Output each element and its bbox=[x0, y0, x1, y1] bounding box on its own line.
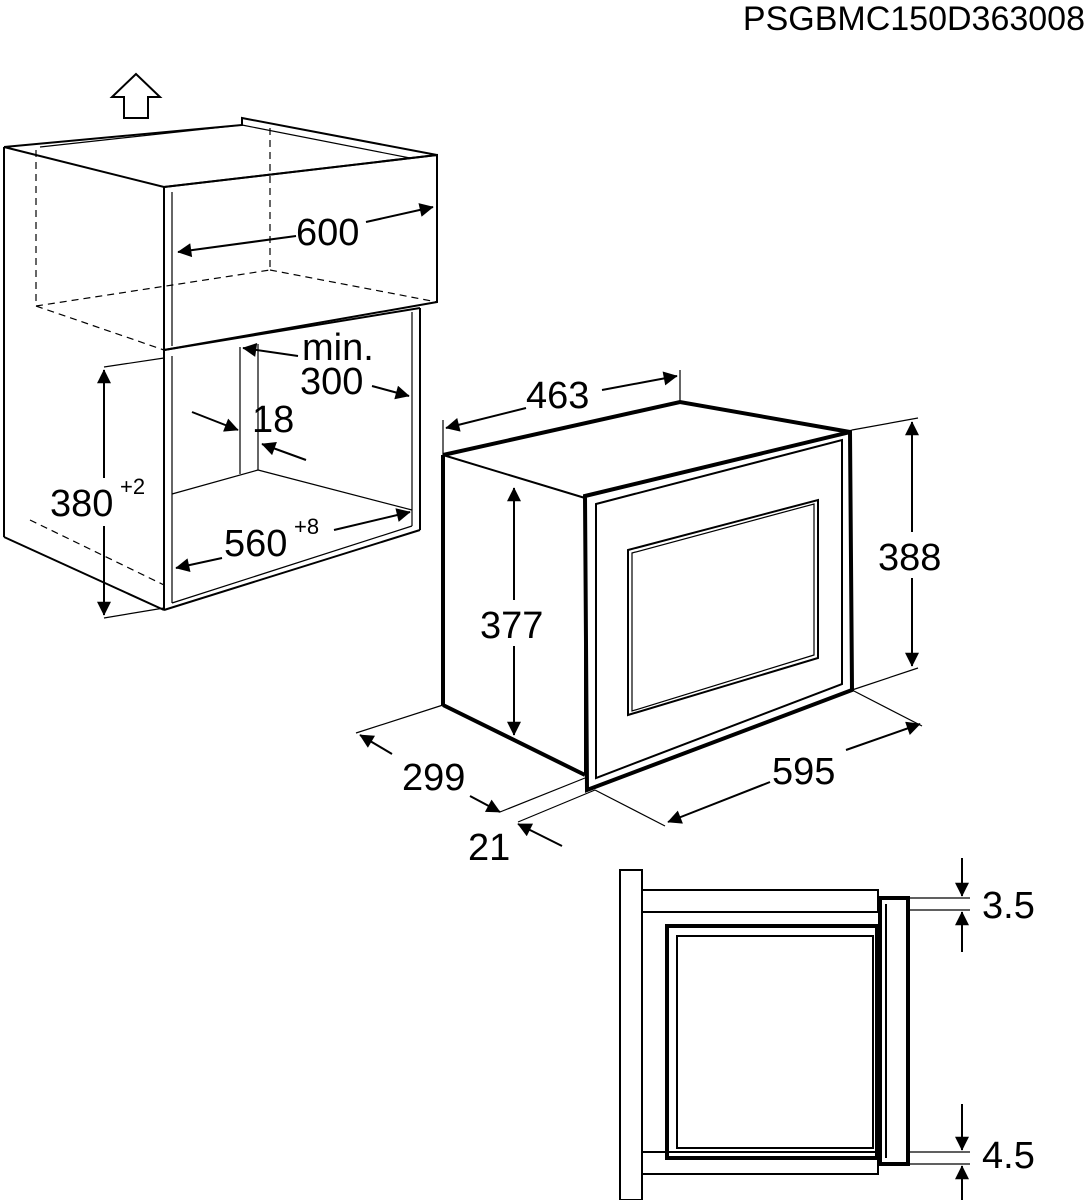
panel-thickness-label: 18 bbox=[252, 399, 294, 441]
niche-depth-label: 300 bbox=[300, 361, 363, 403]
niche-inner-width-dimension: 560 +8 bbox=[175, 508, 411, 573]
appliance-body-depth-label: 299 bbox=[402, 757, 465, 799]
niche-height-label: 380 bbox=[50, 483, 113, 525]
section-bottom-gap-label: 4.5 bbox=[982, 1135, 1035, 1177]
section-top-gap-dimension: 3.5 bbox=[955, 858, 1035, 952]
niche-width-label: 600 bbox=[296, 212, 359, 254]
niche-height-dimension: 380 +2 bbox=[46, 357, 165, 619]
niche-depth-dimension: min. 300 bbox=[242, 327, 410, 403]
niche-height-tolerance: +2 bbox=[120, 474, 145, 499]
niche-min-label: min. bbox=[302, 327, 374, 369]
section-view-drawing bbox=[619, 869, 970, 1200]
up-arrow-icon bbox=[109, 72, 163, 119]
door-frame-label: 21 bbox=[468, 827, 510, 869]
niche-inner-width-label: 560 bbox=[224, 523, 287, 565]
section-bottom-gap-dimension: 4.5 bbox=[955, 1104, 1035, 1200]
appliance-body-depth-dimension: 299 bbox=[355, 704, 586, 813]
panel-thickness-dimension: 18 bbox=[191, 399, 307, 461]
appliance-width-label: 595 bbox=[772, 751, 835, 793]
document-code: PSGBMC150D363008 bbox=[743, 0, 1085, 38]
appliance-body-height-dimension: 377 bbox=[476, 487, 552, 736]
appliance-width-dimension: 595 bbox=[594, 689, 923, 827]
appliance-body-height-label: 377 bbox=[480, 605, 543, 647]
appliance-depth-dimension: 463 bbox=[442, 370, 681, 455]
section-top-gap-label: 3.5 bbox=[982, 885, 1035, 927]
niche-width-dimension: 600 bbox=[177, 203, 434, 258]
door-frame-dimension: 21 bbox=[468, 789, 596, 869]
appliance-front-height-label: 388 bbox=[878, 537, 941, 579]
niche-inner-width-tolerance: +8 bbox=[294, 514, 319, 539]
appliance-drawing bbox=[441, 399, 855, 793]
appliance-front-height-dimension: 388 bbox=[851, 417, 948, 691]
appliance-depth-label: 463 bbox=[526, 375, 589, 417]
